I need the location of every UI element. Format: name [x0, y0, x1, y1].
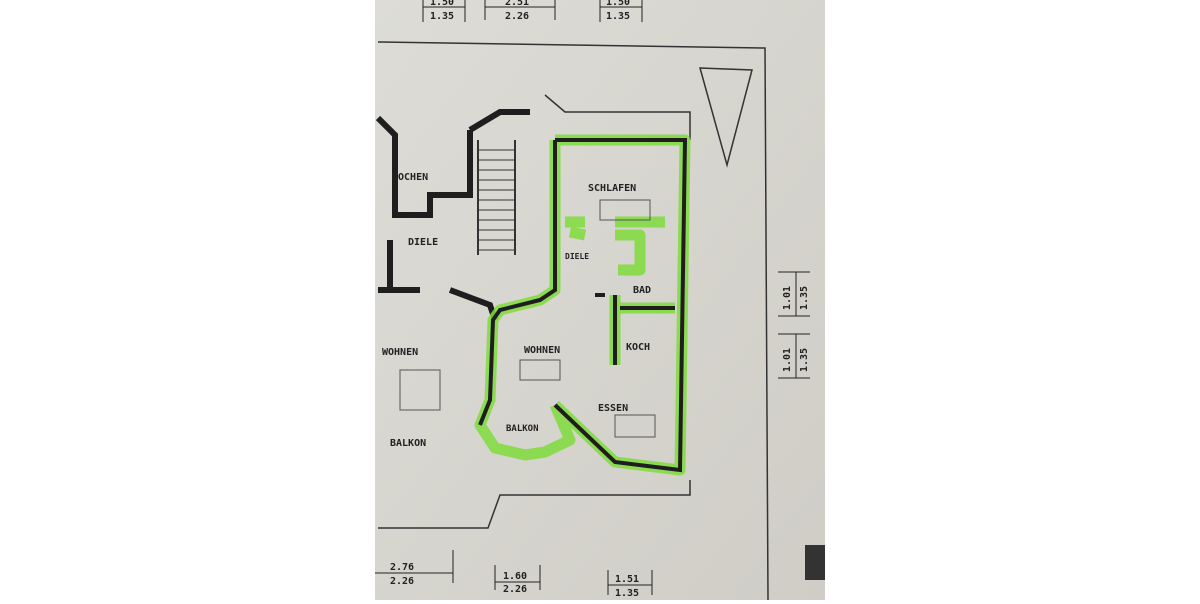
left-unit-walls: [375, 109, 530, 321]
dimension-label: 2.51: [505, 0, 529, 8]
dimensions: 1.50 1.35 2.51 2.26 1.50 1.35 2.76 2.26 …: [375, 0, 810, 599]
dimension-label: 2.26: [503, 584, 527, 595]
room-label: BALKON: [390, 438, 426, 449]
dimension-label: 2.26: [505, 11, 529, 22]
floor-plan-drawing: KOCHEN DIELE WOHNEN BALKON SCHLAFEN DIEL…: [375, 0, 825, 601]
room-label: DIELE: [408, 237, 438, 248]
dimension-label: 1.01: [782, 286, 793, 310]
dimension-label: 1.50: [606, 0, 630, 8]
room-label: BALKON: [506, 424, 539, 434]
dimension-label: 1.50: [430, 0, 454, 8]
room-label: BAD: [633, 285, 651, 296]
site-lines: [377, 41, 769, 601]
dimension-label: 1.35: [615, 588, 639, 599]
room-label: KOCHEN: [392, 172, 428, 183]
dimension-label: 1.35: [799, 286, 810, 310]
edge-mark: [805, 545, 825, 580]
dimension-label: 1.35: [799, 348, 810, 372]
dimension-label: 1.51: [615, 574, 639, 585]
dimension-label: 2.76: [390, 562, 414, 573]
room-label: WOHNEN: [382, 347, 418, 358]
room-label: WOHNEN: [524, 345, 560, 356]
dimension-label: 1.35: [606, 11, 630, 22]
paper: [375, 0, 825, 600]
highlighted-unit-walls: [478, 138, 688, 473]
stairs: [477, 140, 516, 255]
dimension-label: 1.01: [782, 348, 793, 372]
room-label: SCHLAFEN: [588, 183, 636, 194]
dimension-label: 1.60: [503, 571, 527, 582]
room-label: DIELE: [565, 252, 589, 261]
floor-plan-photo: KOCHEN DIELE WOHNEN BALKON SCHLAFEN DIEL…: [375, 0, 825, 601]
room-label: KOCH: [626, 342, 650, 353]
room-labels: KOCHEN DIELE WOHNEN BALKON SCHLAFEN DIEL…: [382, 172, 651, 449]
dimension-label: 2.26: [390, 576, 414, 587]
dimension-label: 1.35: [430, 11, 454, 22]
furniture: [399, 199, 656, 438]
room-label: ESSEN: [598, 403, 628, 414]
